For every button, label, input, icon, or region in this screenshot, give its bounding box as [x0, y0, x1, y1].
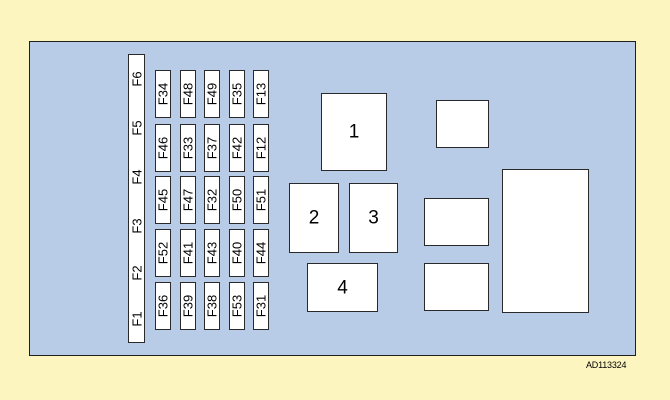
fuse-label: F41 — [180, 241, 196, 265]
fuse-label: F52 — [155, 241, 171, 265]
small-block — [424, 198, 489, 246]
fuse-f37: F37 — [204, 124, 220, 172]
reference-code: AD113324 — [586, 360, 627, 370]
fuse-f51: F51 — [253, 176, 269, 224]
fuse-label: F51 — [253, 188, 269, 212]
fuse-label: F13 — [253, 82, 269, 106]
relay-3: 3 — [349, 183, 398, 253]
fuse-label: F45 — [155, 188, 171, 212]
fuse-label: F44 — [253, 241, 269, 265]
fuse-label: F4 — [129, 169, 144, 185]
fuse-label: F36 — [155, 294, 171, 318]
fuse-label: F12 — [253, 136, 269, 160]
fuse-label: F1 — [129, 311, 144, 327]
fuse-label: F33 — [180, 136, 196, 160]
fuse-f44: F44 — [253, 229, 269, 277]
fuse-f34: F34 — [155, 70, 171, 118]
fuse-f50: F50 — [229, 176, 245, 224]
relay-1: 1 — [321, 93, 387, 171]
fuse-f47: F47 — [180, 176, 196, 224]
fuse-f38: F38 — [204, 282, 220, 330]
relay-label: 3 — [368, 207, 379, 229]
fuse-label: F6 — [129, 71, 144, 87]
fuse-f49: F49 — [204, 70, 220, 118]
fuse-f31: F31 — [253, 282, 269, 330]
fuse-label: F43 — [204, 241, 220, 265]
fuse-f52: F52 — [155, 229, 171, 277]
fuse-label: F50 — [229, 188, 245, 212]
relay-label: 2 — [308, 207, 320, 229]
fuse-f48: F48 — [180, 70, 196, 118]
fuse-label: F38 — [204, 294, 220, 318]
fuse-strip: F6 F5 F4 F3 F2 F1 — [128, 54, 145, 343]
fuse-f13: F13 — [253, 70, 269, 118]
fuse-f36: F36 — [155, 282, 171, 330]
fuse-label: F2 — [129, 265, 144, 281]
fuse-label: F49 — [204, 82, 220, 106]
fuse-f33: F33 — [180, 124, 196, 172]
fuse-f53: F53 — [229, 282, 245, 330]
fuse-f40: F40 — [229, 229, 245, 277]
fuse-f45: F45 — [155, 176, 171, 224]
fuse-label: F39 — [180, 294, 196, 318]
fuse-label: F3 — [129, 218, 144, 234]
fuse-label: F53 — [229, 294, 245, 318]
fuse-label: F5 — [129, 120, 144, 136]
fuse-f12: F12 — [253, 124, 269, 172]
relay-2: 2 — [289, 183, 339, 253]
fuse-f43: F43 — [204, 229, 220, 277]
large-block — [502, 169, 589, 313]
fuse-label: F48 — [180, 82, 196, 106]
fuse-label: F46 — [155, 136, 171, 160]
fuse-label: F47 — [180, 188, 196, 212]
fuse-f39: F39 — [180, 282, 196, 330]
fuse-label: F40 — [229, 241, 245, 265]
fuse-label: F34 — [155, 82, 171, 106]
fuse-label: F31 — [253, 294, 269, 318]
small-block — [436, 100, 489, 148]
relay-4: 4 — [307, 263, 378, 312]
fuse-f41: F41 — [180, 229, 196, 277]
fuse-label: F42 — [229, 136, 245, 160]
fuse-label: F32 — [204, 188, 220, 212]
fuse-f46: F46 — [155, 124, 171, 172]
relay-label: 1 — [348, 121, 360, 143]
fuse-label: F35 — [229, 82, 245, 106]
fuse-f35: F35 — [229, 70, 245, 118]
fuse-f42: F42 — [229, 124, 245, 172]
relay-label: 4 — [337, 277, 348, 298]
small-block — [424, 263, 489, 311]
fuse-f32: F32 — [204, 176, 220, 224]
fuse-label: F37 — [204, 136, 220, 160]
